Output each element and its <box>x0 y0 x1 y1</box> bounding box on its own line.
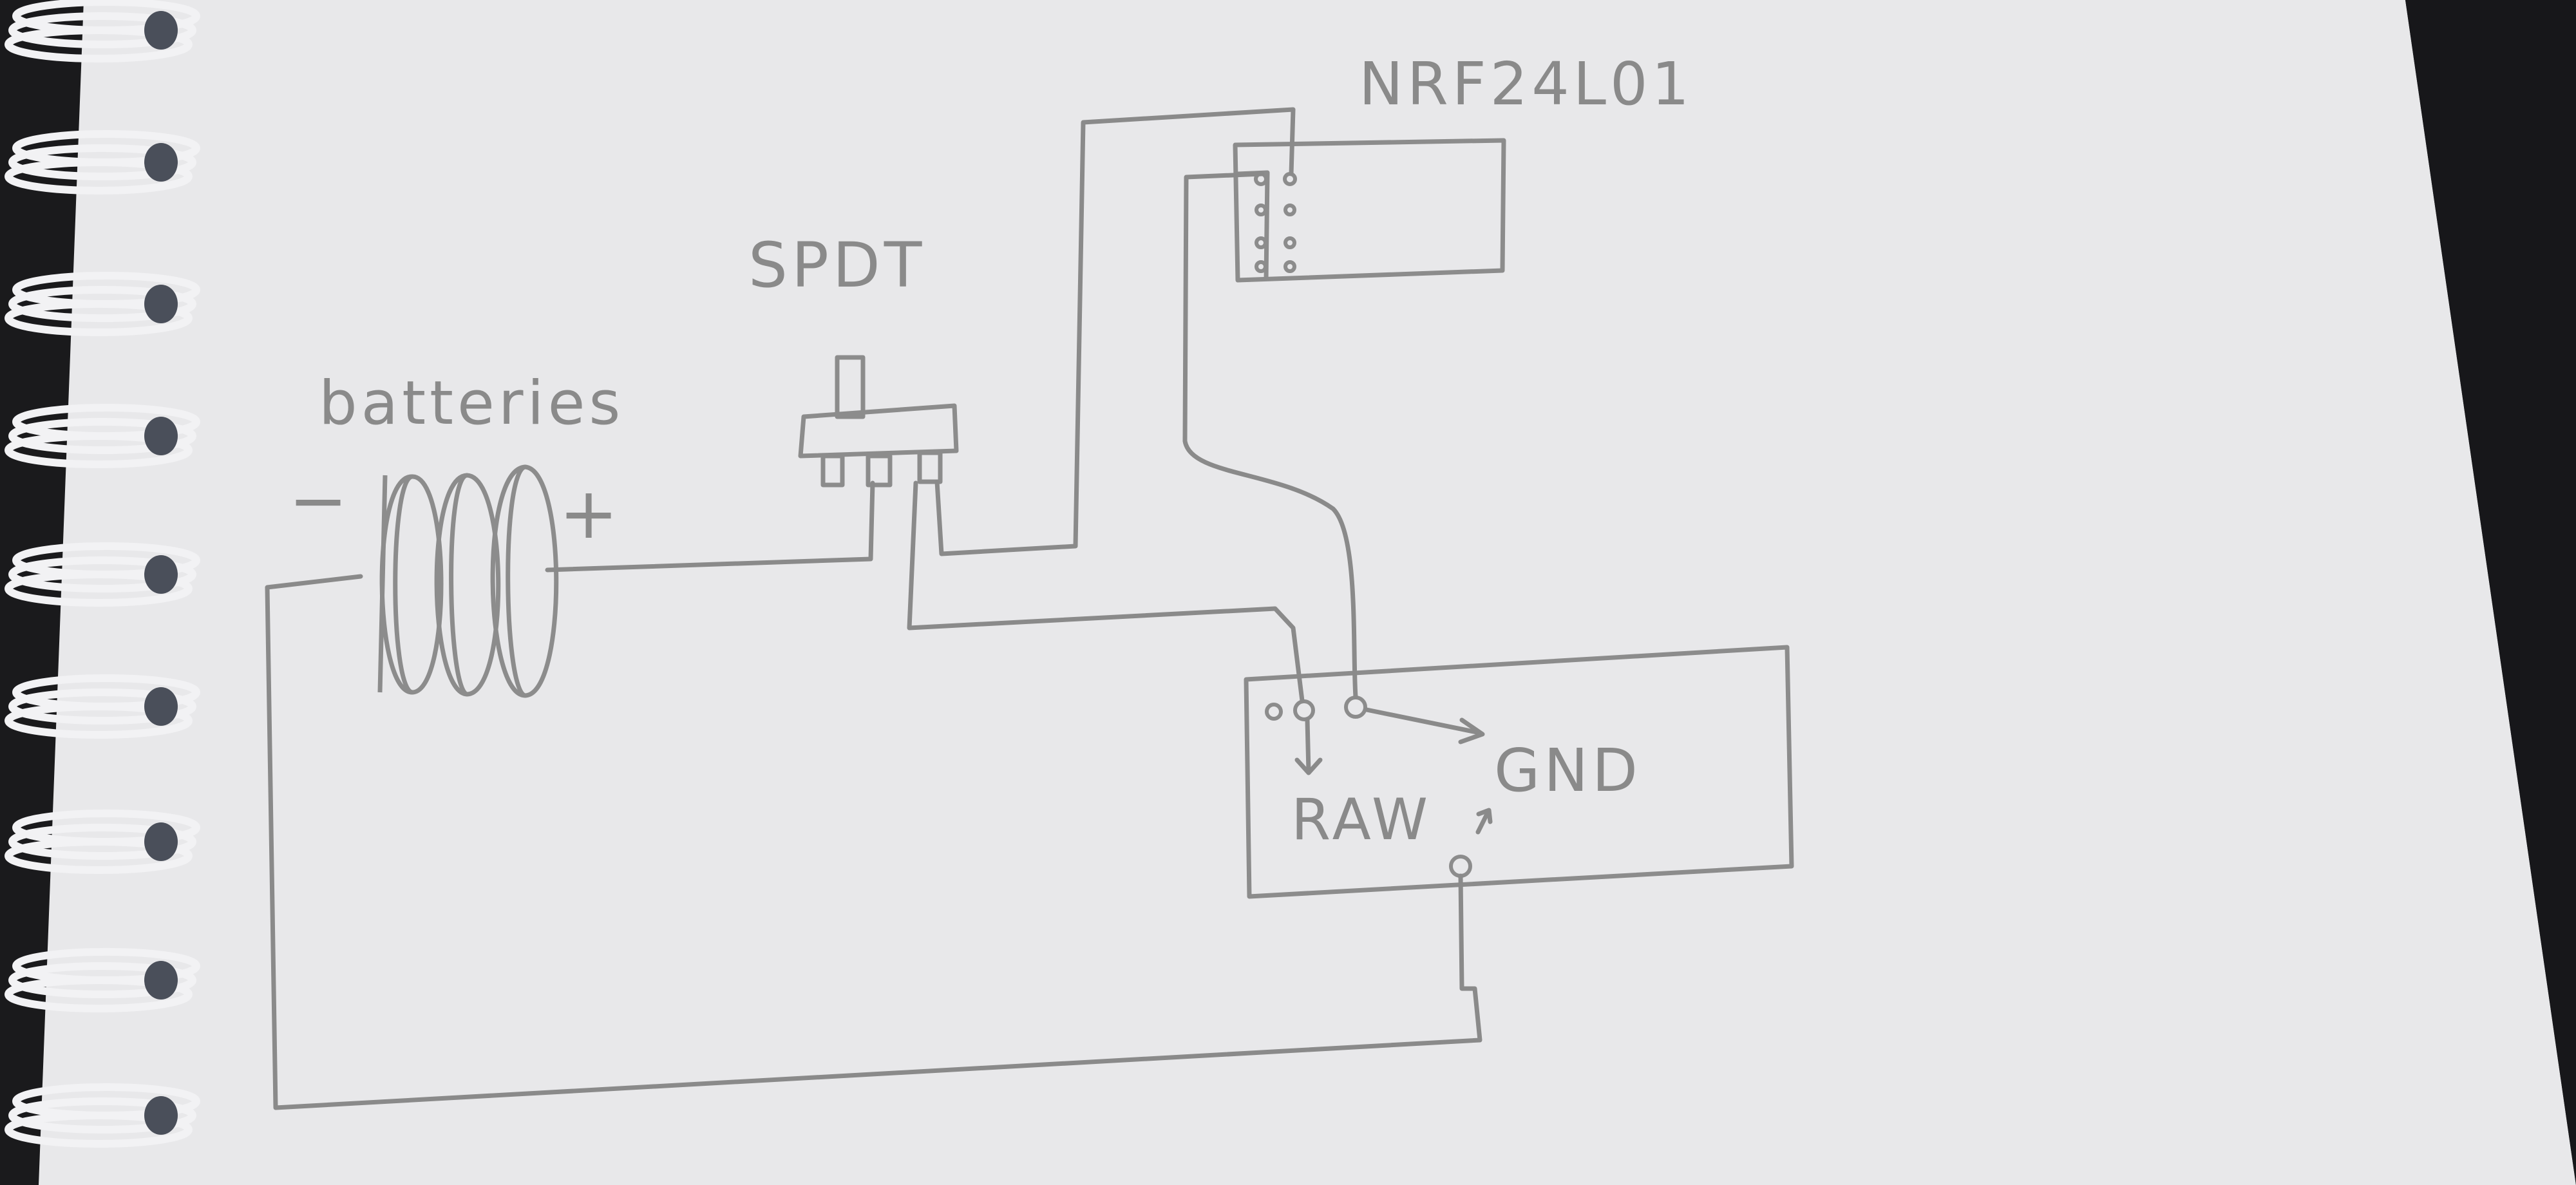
binding-ring <box>8 556 196 592</box>
nrf24l01-label: NRF24L01 <box>1359 50 1693 118</box>
binding-ring <box>8 1097 196 1133</box>
binding-hole <box>144 285 178 323</box>
battery-pack: batteries − + <box>289 368 624 698</box>
battery-minus-label: − <box>289 459 352 542</box>
battery-plus-label: + <box>559 472 622 555</box>
binding-ring <box>5 432 193 468</box>
binding-ring <box>5 1112 193 1148</box>
binding-ring <box>5 703 193 739</box>
binding-ring <box>8 962 196 998</box>
spiral-binding-icon <box>5 0 200 1148</box>
microcontroller-board: RAW GND <box>1244 645 1794 899</box>
wires <box>265 107 1482 1110</box>
binding-hole <box>144 822 178 861</box>
binding-hole <box>144 417 178 455</box>
batteries-label: batteries <box>319 368 624 439</box>
binding-hole <box>144 1096 178 1135</box>
binding-ring <box>5 26 193 62</box>
binding-ring <box>8 144 196 180</box>
gnd-label: GND <box>1494 736 1642 805</box>
nrf24l01-module: NRF24L01 <box>1233 50 1693 283</box>
nrf-pin-header <box>1254 172 1297 273</box>
binding-hole <box>144 143 178 182</box>
binding-ring <box>5 158 193 194</box>
binding-ring <box>5 300 193 336</box>
raw-label: RAW <box>1291 786 1432 853</box>
binding-hole <box>144 961 178 1000</box>
spdt-switch: SPDT <box>748 229 959 488</box>
binding-ring <box>8 418 196 454</box>
binding-ring <box>8 688 196 725</box>
binding-ring <box>8 286 196 322</box>
binding-hole <box>144 11 178 50</box>
spdt-label: SPDT <box>748 229 925 301</box>
binding-ring <box>5 838 193 874</box>
notebook-page <box>39 0 2576 1185</box>
binding-ring <box>8 824 196 860</box>
binding-hole <box>144 555 178 594</box>
binding-hole <box>144 687 178 726</box>
binding-ring <box>5 571 193 607</box>
arrow-icon <box>1364 707 1485 744</box>
arrow-icon <box>1294 717 1323 775</box>
binding-ring <box>5 976 193 1012</box>
binding-ring <box>8 12 196 48</box>
board-pin <box>1265 703 1283 721</box>
arrow-icon <box>1475 808 1493 835</box>
